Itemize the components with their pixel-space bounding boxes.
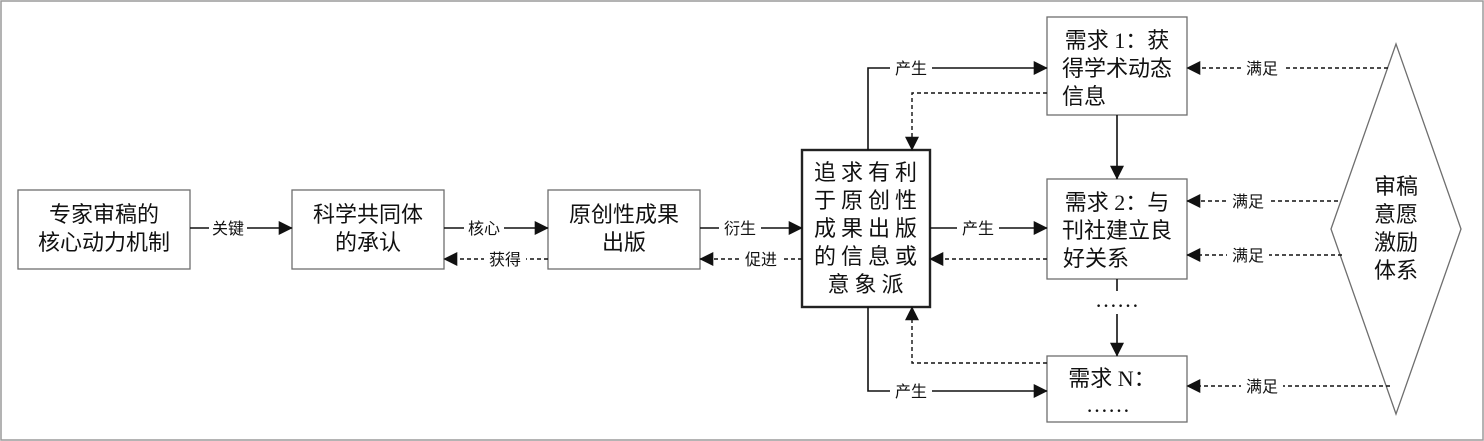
recognition-line-1: 科学共同体: [313, 202, 423, 227]
edge-feedback-need-n: [905, 306, 1047, 364]
pursuit-line-1: 追求有利: [814, 160, 922, 185]
pursuit-line-5: 意象派: [827, 272, 908, 297]
pursuit-line-4: 的信息或: [814, 244, 922, 269]
label-produce-n: 产生: [895, 383, 927, 401]
need2-line-3: 好关系: [1063, 246, 1129, 271]
recognition-line-2: 的承认: [335, 230, 401, 255]
edge-satisfy-need-1: 满足: [1186, 58, 1388, 78]
edge-feedback-need-1: [905, 92, 1047, 151]
node-need-2: 需求 2：与 刊社建立良 好关系: [1046, 178, 1188, 280]
node-community-recognition: 科学共同体 的承认: [291, 189, 445, 270]
core-line-2: 核心动力机制: [38, 230, 170, 255]
original-line-2: 出版: [602, 230, 646, 255]
node-need-1: 需求 1：获 得学术动态 信息: [1046, 16, 1188, 116]
need2-line-1: 需求 2：与: [1065, 190, 1170, 215]
label-produce-1: 产生: [895, 60, 927, 78]
node-pursuit-information: 追求有利 于原创性 成果出版 的信息或 意象派: [800, 148, 932, 309]
pursuit-line-2: 于原创性: [814, 188, 922, 213]
label-satisfy-2b: 满足: [1232, 247, 1264, 265]
edge-satisfy-need-2a: 满足: [1186, 191, 1338, 211]
original-line-1: 原创性成果: [569, 202, 679, 227]
edge-key: 关键: [190, 218, 293, 238]
need1-line-2: 得学术动态: [1062, 56, 1172, 81]
need1-line-1: 需求 1：获: [1065, 28, 1170, 53]
edge-core: 核心: [444, 218, 549, 238]
label-obtain: 获得: [489, 251, 521, 269]
incentive-line-2: 意愿: [1374, 202, 1418, 227]
edge-produce-need-1: 产生: [867, 58, 1048, 150]
incentive-line-1: 审稿: [1374, 174, 1418, 199]
label-key: 关键: [212, 220, 244, 238]
edge-produce-need-n: 产生: [867, 307, 1048, 401]
label-derive: 衍生: [724, 220, 756, 238]
edge-satisfy-need-2b: 满足: [1186, 245, 1342, 265]
edge-promote: 促进: [699, 249, 802, 269]
label-satisfy-1: 满足: [1246, 60, 1278, 78]
need1-line-3: 信息: [1062, 84, 1106, 109]
incentive-line-4: 体系: [1374, 258, 1418, 283]
node-original-publication: 原创性成果 出版: [547, 189, 701, 270]
label-satisfy-2a: 满足: [1232, 193, 1264, 211]
core-line-1: 专家审稿的: [49, 202, 159, 227]
needs-ellipsis: ……: [1095, 287, 1139, 312]
need2-line-2: 刊社建立良: [1062, 218, 1172, 243]
edge-produce-need-2: 产生: [930, 218, 1048, 238]
needN-line-2: ……: [1086, 392, 1130, 417]
label-satisfy-n: 满足: [1246, 378, 1278, 396]
label-core: 核心: [468, 220, 500, 238]
label-promote: 促进: [745, 251, 777, 269]
node-core-mechanism: 专家审稿的 核心动力机制: [17, 189, 191, 270]
edge-satisfy-need-n: 满足: [1186, 376, 1390, 396]
label-produce-2: 产生: [962, 220, 994, 238]
incentive-line-3: 激励: [1374, 230, 1418, 255]
edge-derive: 衍生: [700, 218, 803, 238]
needN-line-1: 需求 N：: [1068, 366, 1155, 391]
edge-obtain: 获得: [443, 249, 548, 269]
node-need-n: 需求 N： ……: [1046, 355, 1188, 423]
pursuit-line-3: 成果出版: [814, 216, 922, 241]
node-incentive-system: 审稿 意愿 激励 体系: [1330, 42, 1462, 416]
